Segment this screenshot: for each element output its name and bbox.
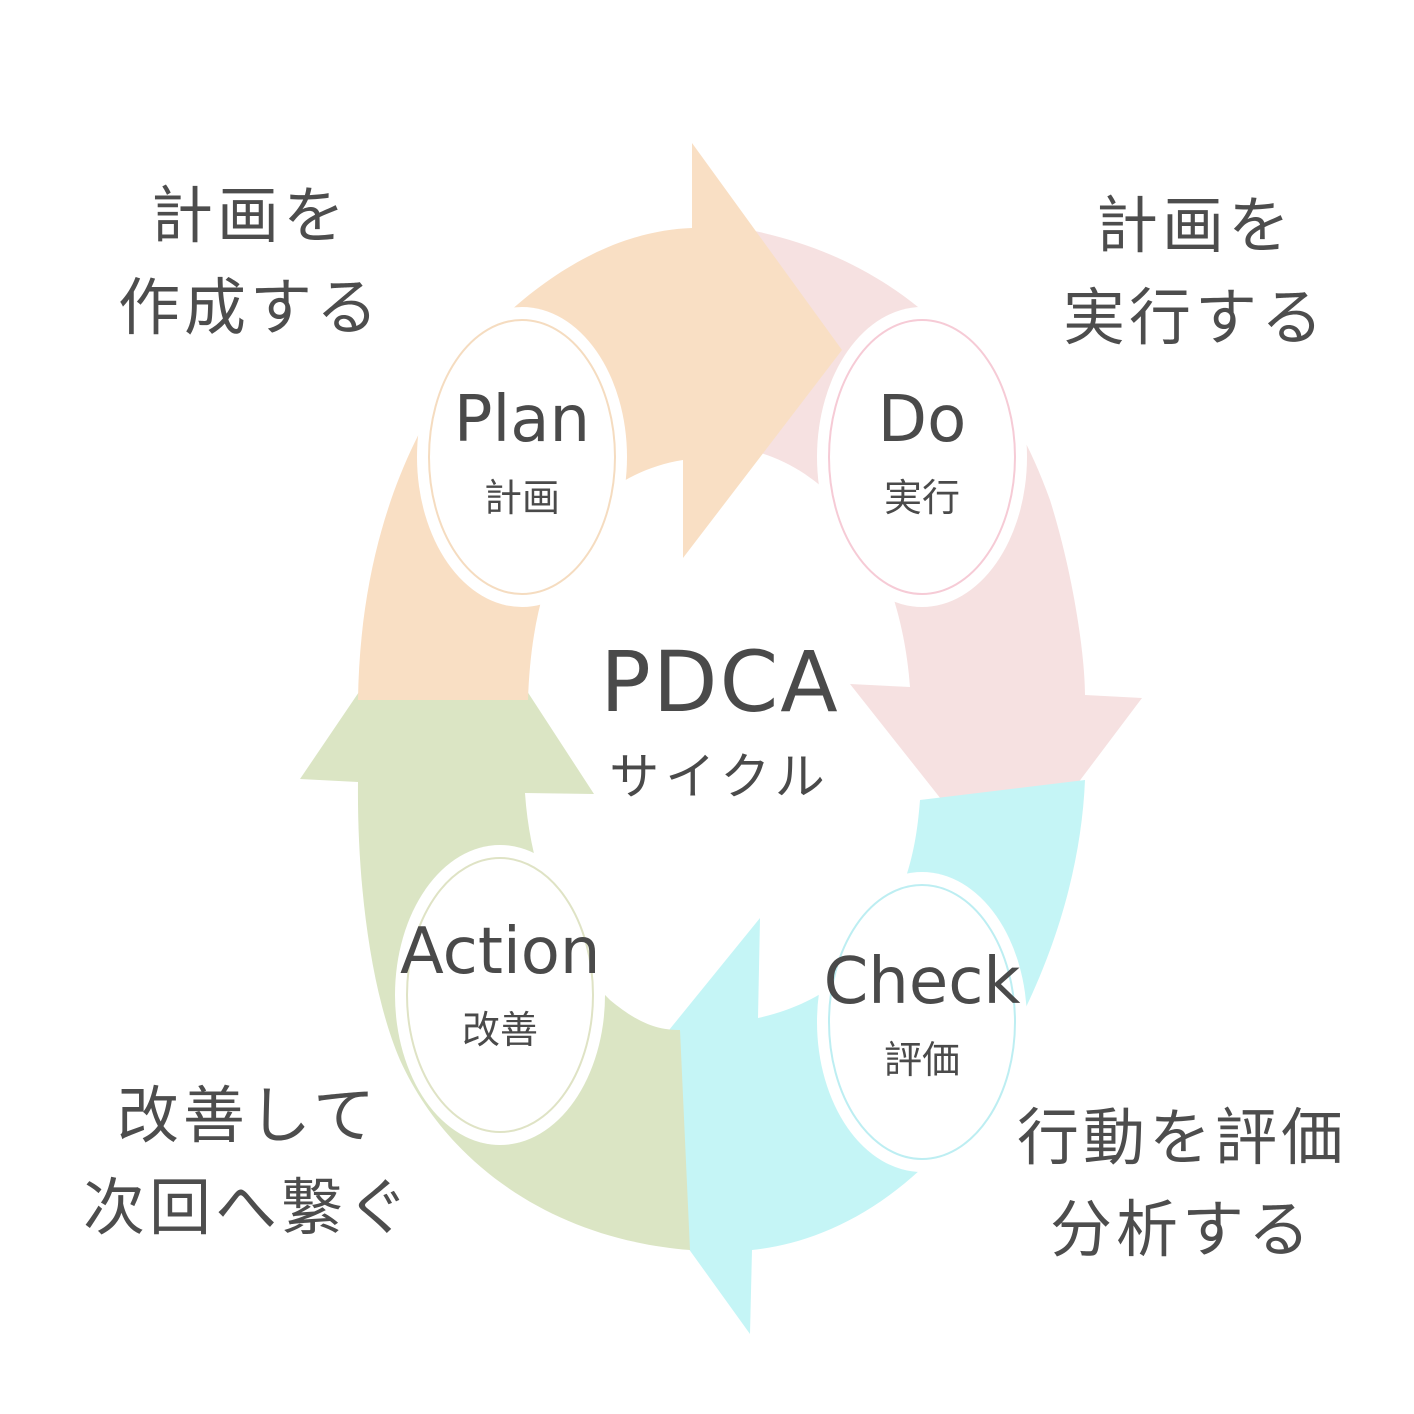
do-node: Do 実行: [822, 380, 1022, 528]
action-circle: [395, 845, 605, 1145]
plan-label-jp: 計画: [483, 476, 560, 520]
check-label-en: Check: [823, 945, 1021, 1019]
plan-description-line: 作成する: [117, 271, 382, 344]
action-description-line: 改善して: [116, 1079, 380, 1152]
plan-node: Plan 計画: [422, 380, 622, 528]
check-node: Check 評価: [822, 942, 1022, 1090]
plan-description-line: 計画を: [150, 179, 349, 252]
plan-circle: [417, 307, 627, 607]
center-title: PDCA: [600, 633, 840, 731]
do-description-line: 計画を: [1095, 189, 1294, 262]
pdca-center-label: PDCA サイクル: [560, 632, 880, 812]
check-description: 行動を評価 分析する: [1012, 1092, 1352, 1276]
do-description-line: 実行する: [1062, 281, 1327, 354]
do-circle: [817, 307, 1027, 607]
center-subtitle: サイクル: [609, 748, 831, 806]
action-label-jp: 改善: [461, 1008, 538, 1052]
check-description-line: 分析する: [1049, 1193, 1314, 1266]
check-description-line: 行動を評価: [1016, 1101, 1347, 1174]
action-description-line: 次回へ繋ぐ: [82, 1171, 413, 1244]
do-label-en: Do: [877, 383, 967, 457]
plan-description: 計画を 作成する: [80, 170, 420, 354]
action-description: 改善して 次回へ繋ぐ: [78, 1070, 418, 1254]
action-label-en: Action: [400, 915, 601, 989]
action-node: Action 改善: [400, 912, 600, 1060]
do-description: 計画を 実行する: [1025, 180, 1365, 364]
do-label-jp: 実行: [883, 476, 960, 520]
check-circle: [817, 872, 1027, 1172]
check-label-jp: 評価: [883, 1038, 960, 1082]
plan-label-en: Plan: [453, 383, 591, 457]
